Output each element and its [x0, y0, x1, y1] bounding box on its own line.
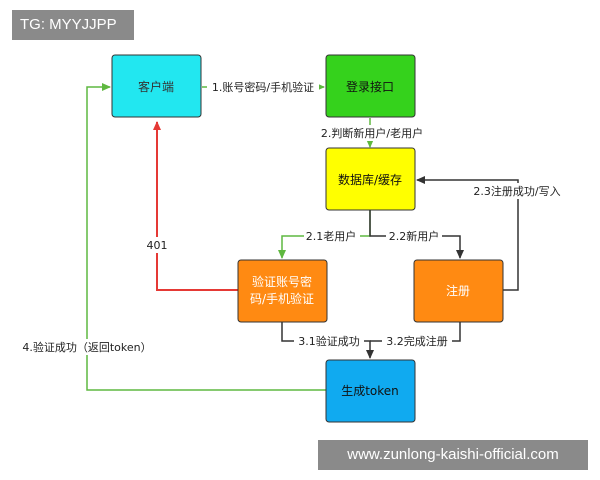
node-verify-label-2: 码/手机验证	[250, 291, 314, 306]
node-register	[413, 259, 504, 323]
node-client-label: 客户端	[138, 79, 174, 94]
edge-token-to-client	[86, 83, 326, 391]
website-watermark: www.zunlong-kaishi-official.com	[318, 440, 588, 470]
edge-label-2-2: 2.2新用户	[389, 229, 440, 243]
node-token	[325, 359, 416, 423]
edge-label-3-2: 3.2完成注册	[386, 334, 448, 348]
node-login-label: 登录接口	[346, 79, 394, 94]
edge-label-1: 1.账号密码/手机验证	[212, 80, 314, 94]
edge-verify-to-client	[153, 121, 238, 291]
tg-tag-overlay: TG: MYYJJPP	[12, 10, 134, 40]
edge-label-2: 2.判断新用户/老用户	[321, 126, 423, 140]
edge-label-4: 4.验证成功（返回token）	[22, 340, 151, 354]
edge-label-401: 401	[147, 239, 168, 252]
node-verify-label-1: 验证账号密	[252, 274, 312, 289]
node-token-label: 生成token	[341, 384, 399, 398]
node-db-label: 数据库/缓存	[338, 172, 402, 187]
node-register-label: 注册	[446, 283, 470, 298]
node-client	[111, 54, 202, 118]
edge-label-2-1: 2.1老用户	[306, 229, 357, 243]
edge-label-3-1: 3.1验证成功	[298, 334, 360, 348]
edge-register-to-db	[416, 176, 519, 291]
node-verify	[237, 259, 328, 323]
node-db	[325, 147, 416, 211]
node-login	[325, 54, 416, 118]
edge-label-2-3: 2.3注册成功/写入	[473, 184, 560, 198]
